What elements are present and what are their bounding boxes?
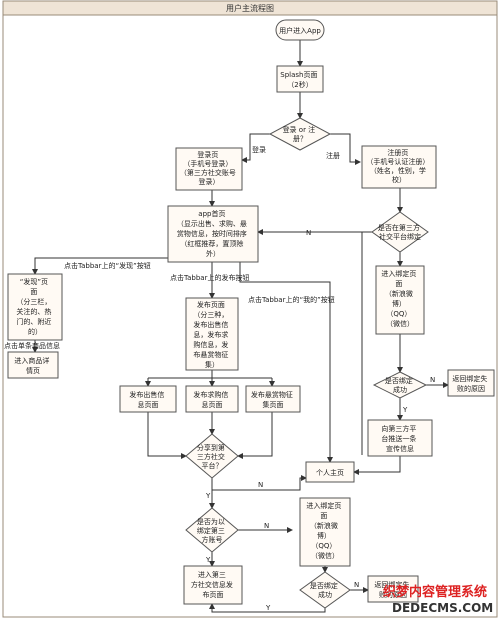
edge-label-no-bound: N — [306, 229, 311, 237]
publish-page-label: 发布页面 （分三种， 发布出售信 息，发布求 购信息，发 布悬赏物征 集） — [193, 300, 230, 369]
personal-home-node: 个人主页 — [305, 461, 355, 483]
app-home-node: app首页 （显示出售、求购、悬 赏物信息，按时间排序 （红框推荐，置顶除 外） — [167, 205, 259, 263]
enter-bind-page-label: 进入绑定页 面 （新浪微 博） （QQ） （微信） — [381, 269, 418, 328]
push-message-label: 向第三方平 台推送一条 宣传信息 — [381, 424, 418, 453]
bind-success-right-decision: 是否绑定 成功 — [372, 371, 428, 399]
goods-detail-label: 进入商品详 情页 — [14, 356, 51, 375]
publish-reward-node: 发布悬赏物征 集页面 — [245, 385, 301, 413]
goods-detail-node: 进入商品详 情页 — [7, 351, 59, 379]
return-fail-right-node: 返回绑定失 败的原因 — [447, 369, 495, 397]
enter-bind-page-2-label: 进入绑定页 面 （新浪微 博） （QQ） （微信） — [306, 501, 343, 560]
push-message-node: 向第三方平 台推送一条 宣传信息 — [367, 419, 433, 457]
discover-page-label: “发现”页 面 （分三栏， 关注的、热 门的、附近 的） — [16, 277, 53, 336]
publish-sell-node: 发布出售信 息页面 — [119, 385, 177, 413]
publish-buy-label: 发布求购信 息页面 — [193, 390, 230, 409]
enter-social-publish-label: 进入第三 方社交信息发 布页面 — [191, 570, 235, 599]
bound-account-decision: 是否为以 绑定第三 方账号 — [185, 507, 239, 553]
app-home-label: app首页 （显示出售、求购、悬 赏物信息，按时间排序 （红框推荐，置顶除 外） — [177, 209, 249, 258]
bound-third-party-label: 是否在第三方 社交平台绑定 — [378, 223, 422, 241]
enter-bind-page-node: 进入绑定页 面 （新浪微 博） （QQ） （微信） — [375, 265, 425, 335]
watermark: 织梦内容管理系统 DEDECMS.COM — [383, 584, 493, 615]
edge-label-tab-discover: 点击Tabbar上的“发现”按钮 — [64, 261, 151, 270]
start-label: 用户进入App — [279, 26, 321, 35]
register-page-label: 注册页 （手机号认证注册） （姓名，性别，学 校） — [366, 148, 431, 184]
login-page-node: 登录页 （手机号登录） （第三方社交账号 登录） — [175, 147, 243, 191]
edge-label-no-bind-right: N — [430, 376, 435, 384]
share-decision: 分享到第 三方社交 平台？ — [185, 433, 239, 479]
edge-label-login: 登录 — [252, 145, 266, 154]
splash-label: Splash页面 （2秒） — [280, 71, 319, 89]
watermark-line1: 织梦内容管理系统 — [383, 584, 487, 600]
edge-label-no-bound-account: N — [264, 522, 269, 530]
personal-home-label: 个人主页 — [316, 468, 344, 477]
edge-label-yes-bind-right: Y — [402, 406, 408, 414]
bound-account-label: 是否为以 绑定第三 方账号 — [197, 517, 227, 544]
publish-buy-node: 发布求购信 息页面 — [185, 385, 239, 413]
login-or-register-decision: 登录 or 注 册？ — [268, 117, 332, 151]
edge-label-register: 注册 — [326, 151, 340, 160]
title-band — [2, 0, 498, 16]
enter-bind-page-2-node: 进入绑定页 面 （新浪微 博） （QQ） （微信） — [299, 497, 351, 567]
watermark-line2: DEDECMS.COM — [392, 601, 493, 615]
login-or-register-label: 登录 or 注 册？ — [283, 125, 318, 143]
edge-label-yes-bound-account: Y — [205, 556, 211, 564]
discover-page-node: “发现”页 面 （分三栏， 关注的、热 门的、附近 的） — [7, 273, 63, 341]
start-node: 用户进入App — [275, 19, 325, 41]
edge-label-tab-mine: 点击Tabbar上的“我的”按钮 — [248, 295, 335, 304]
publish-page-node: 发布页面 （分三种， 发布出售信 息，发布求 购信息，发 布悬赏物征 集） — [185, 297, 239, 371]
return-fail-right-label: 返回绑定失 败的原因 — [452, 374, 489, 393]
bind-success-right-label: 是否绑定 成功 — [385, 376, 415, 394]
bind-success-bottom-decision: 是否绑定 成功 — [299, 571, 351, 609]
edge-label-no-share: N — [258, 481, 263, 489]
share-decision-label: 分享到第 三方社交 平台？ — [197, 443, 227, 470]
edge-label-no-bind-bottom: N — [354, 581, 359, 589]
publish-reward-label: 发布悬赏物征 集页面 — [251, 390, 295, 409]
login-page-label: 登录页 （手机号登录） （第三方社交账号 登录） — [180, 150, 238, 186]
return-fail-bottom-label: 返回绑定失 败的原因 — [374, 580, 411, 599]
edge-label-click-item: 点击单条商品信息 — [4, 341, 60, 350]
edge-label-yes-share: Y — [205, 492, 211, 500]
edge-label-tab-publish: 点击Tabbar上的发布按钮 — [170, 273, 249, 282]
publish-sell-label: 发布出售信 息页面 — [129, 390, 166, 409]
return-fail-bottom-node: 返回绑定失 败的原因 — [367, 575, 419, 603]
splash-node: Splash页面 （2秒） — [276, 65, 324, 93]
register-page-node: 注册页 （手机号认证注册） （姓名，性别，学 校） — [361, 145, 437, 189]
bound-third-party-decision: 是否在第三方 社交平台绑定 — [371, 211, 429, 253]
diagram-title: 用户主流程图 — [226, 3, 274, 13]
bind-success-bottom-label: 是否绑定 成功 — [310, 581, 340, 599]
enter-social-publish-node: 进入第三 方社交信息发 布页面 — [183, 565, 243, 605]
edge-label-yes-bind-bottom: Y — [265, 604, 271, 612]
